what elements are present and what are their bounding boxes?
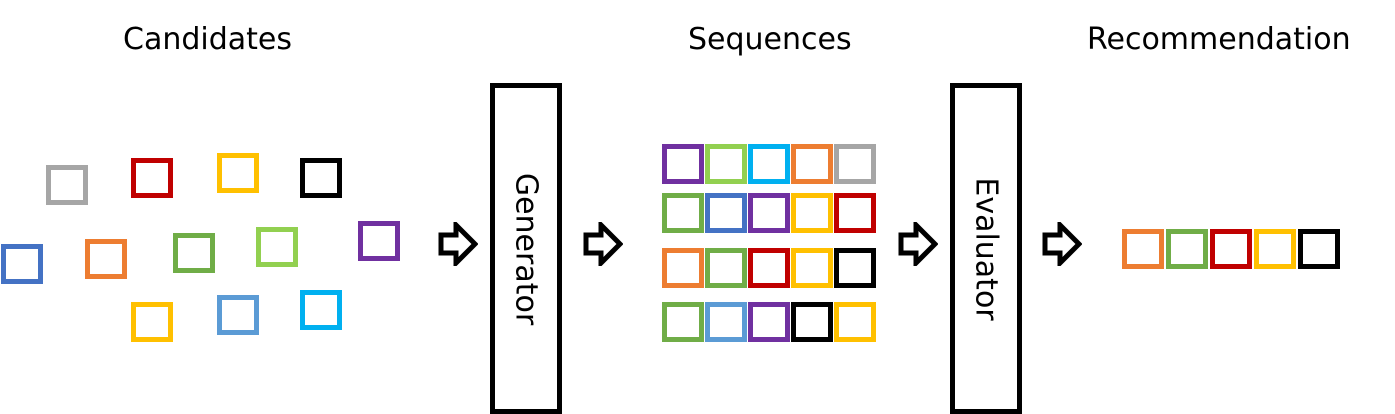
sequence-item [791, 144, 833, 184]
sequence-item [834, 248, 876, 288]
candidate-item [217, 153, 259, 193]
sequence-item [748, 193, 790, 233]
sequence-item [705, 144, 747, 184]
sequence-item [662, 248, 704, 288]
evaluator-label: Evaluator [968, 176, 1004, 321]
candidate-item [300, 158, 342, 198]
sequence-item [791, 302, 833, 342]
sequence-item [662, 144, 704, 184]
candidate-item [300, 290, 342, 330]
sequence-item [791, 193, 833, 233]
sequence-item [705, 248, 747, 288]
sequence-item [662, 193, 704, 233]
sequence-item [705, 302, 747, 342]
candidates-title: Candidates [123, 22, 292, 57]
sequence-item [834, 144, 876, 184]
arrow-right-icon [583, 222, 623, 266]
sequence-item [705, 193, 747, 233]
candidate-item [1, 244, 43, 284]
sequence-item [748, 302, 790, 342]
recommendation-title: Recommendation [1087, 22, 1351, 57]
sequence-item [748, 144, 790, 184]
candidate-item [256, 227, 298, 267]
recommendation-item [1166, 229, 1208, 269]
candidate-item [217, 295, 259, 335]
arrow-right-icon [438, 222, 478, 266]
recommendation-item [1298, 229, 1340, 269]
sequence-item [791, 248, 833, 288]
generator-label: Generator [508, 172, 544, 325]
sequence-item [834, 193, 876, 233]
recommendation-item [1210, 229, 1252, 269]
candidate-item [131, 158, 173, 198]
sequence-item [748, 248, 790, 288]
recommendation-item [1122, 229, 1164, 269]
sequence-item [834, 302, 876, 342]
candidate-item [173, 233, 215, 273]
arrow-right-icon [898, 222, 938, 266]
candidate-item [85, 239, 127, 279]
candidate-item [46, 165, 88, 205]
candidate-item [358, 221, 400, 261]
sequence-item [662, 302, 704, 342]
arrow-right-icon [1042, 222, 1082, 266]
recommendation-item [1254, 229, 1296, 269]
candidate-item [131, 302, 173, 342]
evaluator-box: Evaluator [950, 83, 1022, 414]
sequences-title: Sequences [688, 22, 852, 57]
generator-box: Generator [490, 83, 562, 414]
